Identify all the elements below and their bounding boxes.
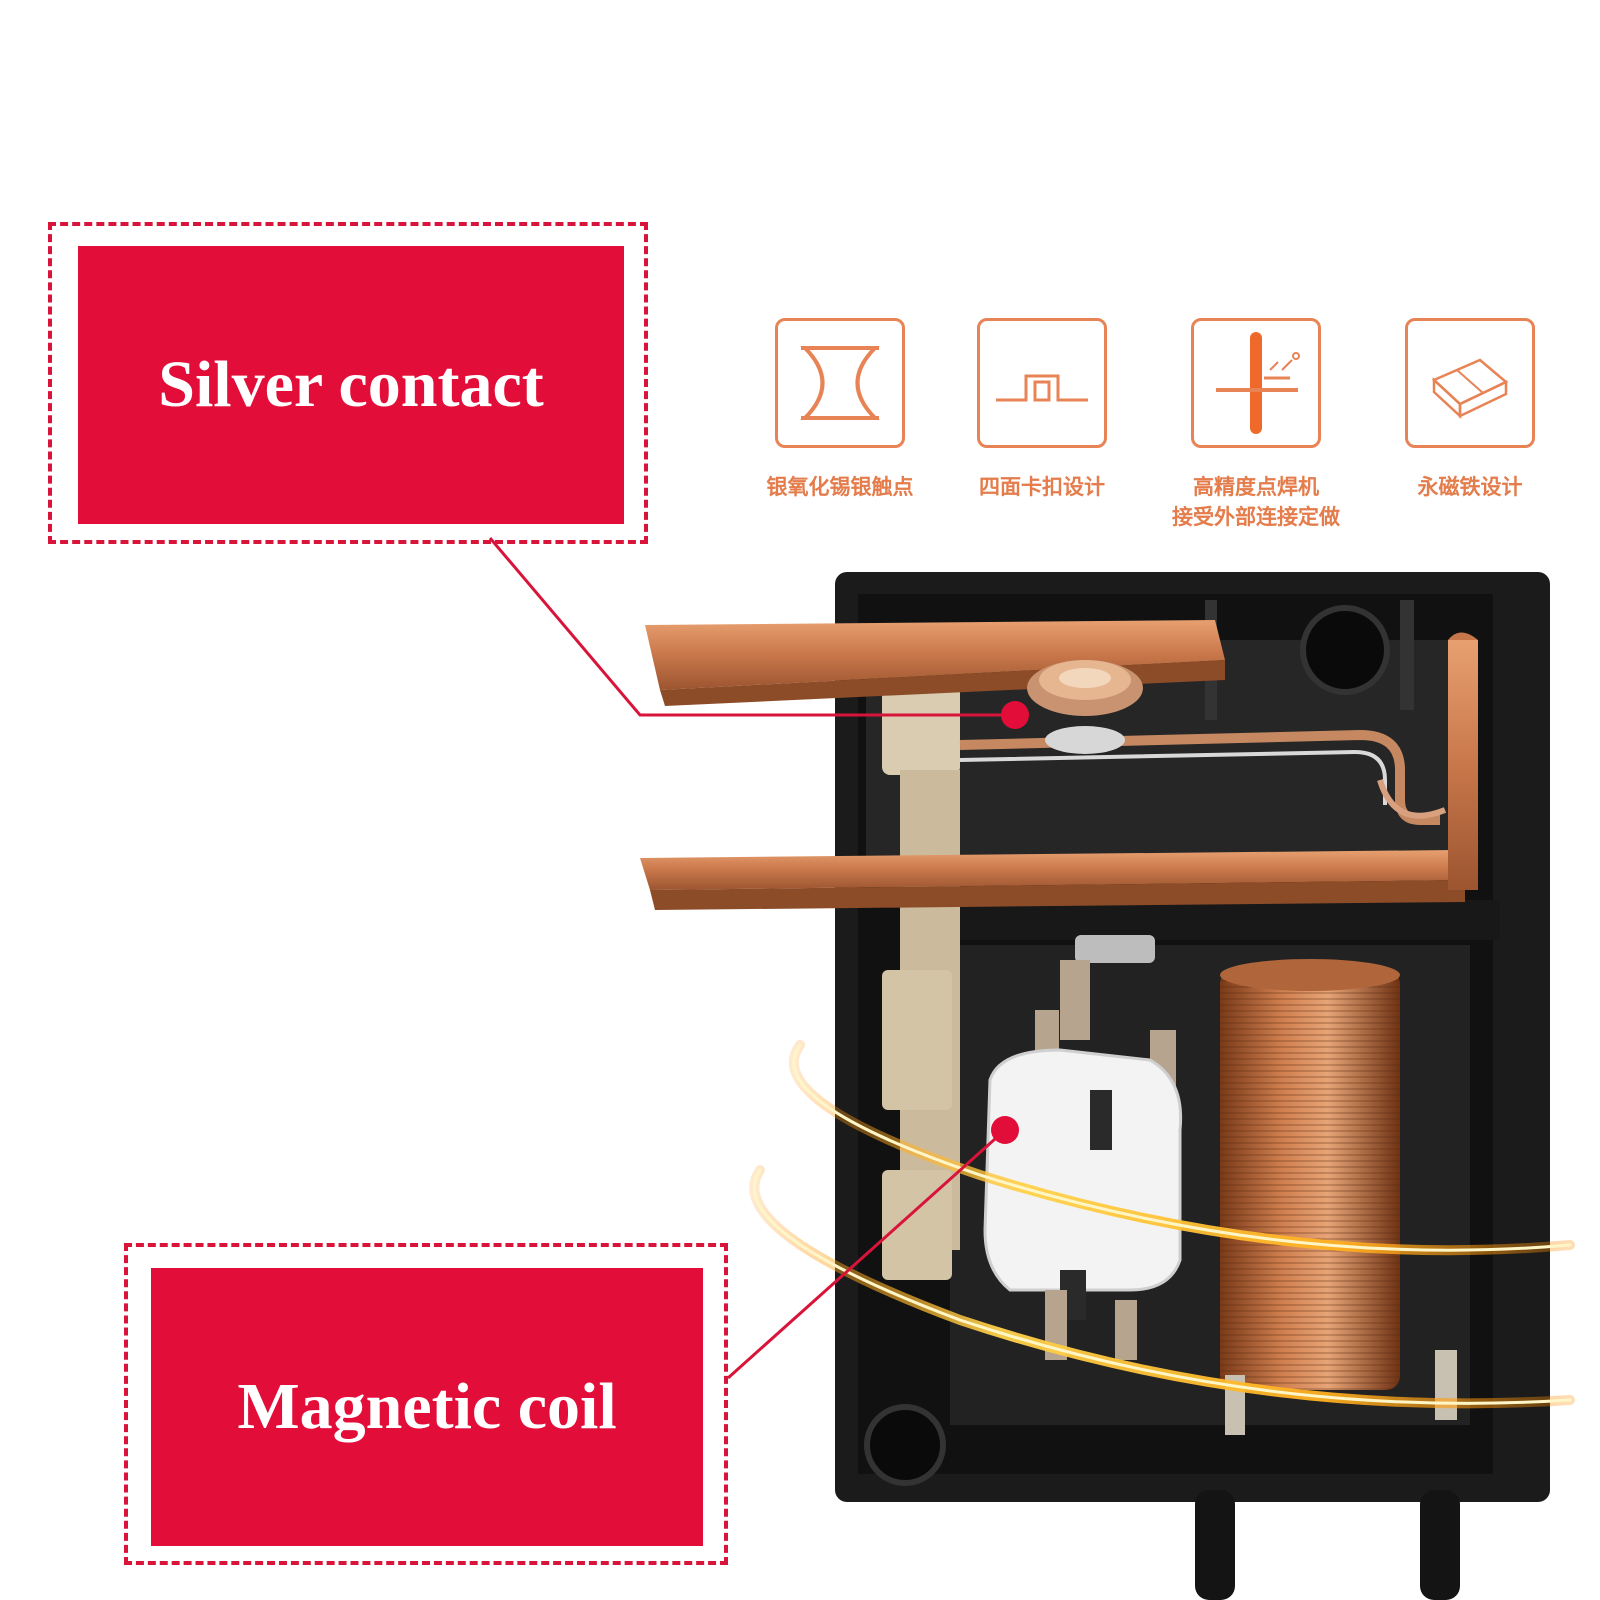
feature-caption: 接受外部连接定做	[1172, 505, 1340, 529]
feature-caption: 四面卡扣设计	[979, 475, 1105, 499]
plastic-actuator	[882, 680, 960, 1280]
magnetic-field-glow	[749, 1040, 1575, 1409]
silver-contact-frame	[48, 222, 648, 544]
feature-caption: 银氧化锡银触点	[766, 475, 914, 499]
moving-contact-spring	[959, 729, 1447, 825]
armature-bobbin	[983, 935, 1183, 1360]
feature-silver-tin-oxide: 银氧化锡银触点	[740, 318, 940, 502]
feature-snap-fit: 四面卡扣设计	[942, 318, 1142, 502]
feature-permanent-magnet: 永磁铁设计	[1370, 318, 1570, 502]
silver-contact-rivet	[1027, 660, 1143, 754]
permanent-magnet-icon	[1405, 318, 1535, 448]
silver-contact-leader	[488, 537, 1029, 729]
feature-spot-welder: 高精度点焊机 接受外部连接定做	[1156, 318, 1356, 532]
feature-caption: 永磁铁设计	[1417, 475, 1523, 499]
magnetic-coil-leader	[726, 1116, 1019, 1380]
snap-fit-icon	[977, 318, 1107, 448]
spot-welder-icon	[1191, 318, 1321, 448]
feature-caption: 高精度点焊机	[1193, 475, 1319, 499]
contact-shape-icon	[775, 318, 905, 448]
silver-contact-label: Silver contact	[78, 246, 624, 524]
magnetic-coil-label: Magnetic coil	[151, 1268, 703, 1546]
magnetic-coil-frame	[124, 1243, 728, 1565]
lower-copper-terminal	[640, 632, 1478, 910]
